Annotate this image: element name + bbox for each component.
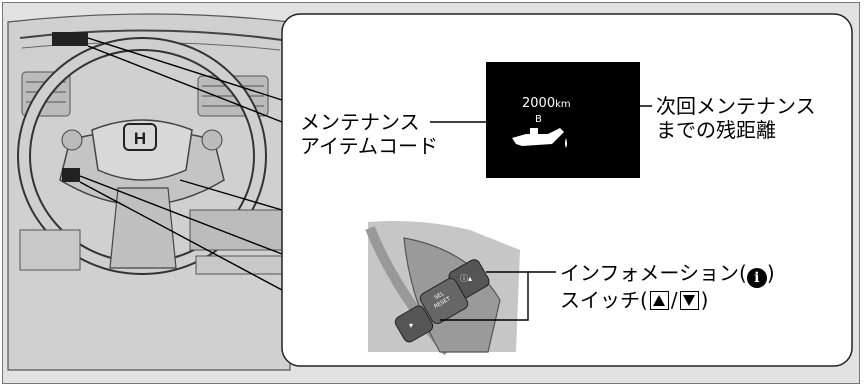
switch-button-sel-reset xyxy=(419,277,469,325)
info-icon: i xyxy=(746,268,767,288)
switch-button-down xyxy=(394,305,434,343)
oil-can-icon xyxy=(512,128,567,148)
honda-logo: H xyxy=(134,129,146,148)
maintenance-item-code-label-line2: アイテムコード xyxy=(300,134,438,158)
meter-display xyxy=(486,62,640,178)
remaining-distance-label-line2: までの残距離 xyxy=(656,118,776,142)
remaining-distance-readout: 2000km xyxy=(522,96,571,111)
maintenance-item-code-label-line1: メンテナンス xyxy=(300,110,420,134)
up-triangle-icon xyxy=(649,291,669,310)
svg-text:SEL: SEL xyxy=(434,291,446,302)
down-triangle-icon xyxy=(679,291,699,310)
info-switch-label-line1: インフォメーション(i) xyxy=(560,261,775,288)
info-switch-label-line2: スイッチ(/) xyxy=(560,288,709,312)
info-switch-location xyxy=(62,168,80,182)
svg-text:ⓘ▴: ⓘ▴ xyxy=(460,274,472,283)
steering-switch-closeup: SEL RESET ⓘ▴ ▾ xyxy=(365,221,520,356)
maintenance-item-code: B xyxy=(535,114,542,125)
callout-lines xyxy=(79,37,283,291)
dashboard-illustration: H xyxy=(7,13,291,371)
remaining-distance-label-line1: 次回メンテナンス xyxy=(656,94,816,118)
meter-display-small xyxy=(52,32,88,46)
svg-text:▾: ▾ xyxy=(409,321,413,330)
